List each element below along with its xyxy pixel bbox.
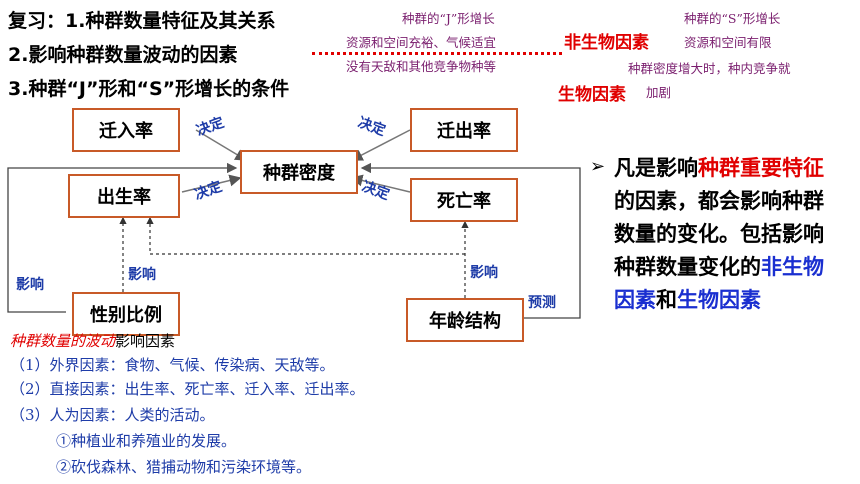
- summary-text: 凡是影响种群重要特征的因素，都会影响种群数量的变化。包括影响种群数量变化的非生物…: [614, 152, 844, 317]
- note-s-cond3: 加剧: [646, 85, 672, 100]
- note-abiotic: 非生物因素: [564, 33, 649, 53]
- note-j-cond2: 没有天敌和其他竞争物种等: [346, 59, 497, 74]
- summary-p4: 非生物因素: [614, 255, 824, 312]
- title-line-2: 2.影响种群数量波动的因素: [8, 44, 238, 66]
- label-influence-left: 影响: [16, 277, 44, 293]
- factors-heading-rest: 影响因素: [115, 332, 176, 350]
- summary-p5: 和: [656, 288, 677, 312]
- factor-sub-1: ①种植业和养殖业的发展。: [56, 432, 237, 450]
- box-death-rate: 死亡率: [410, 178, 518, 222]
- note-s-cond2: 种群密度增大时，种内竞争就: [628, 61, 791, 76]
- factor-sub-2: ②砍伐森林、猎捕动物和污染环境等。: [56, 458, 312, 476]
- dotted-connector: [312, 52, 562, 55]
- summary-bullet: ➢: [590, 156, 606, 177]
- box-emigration: 迁出率: [410, 108, 518, 152]
- summary-p6: 生物因素: [677, 288, 761, 312]
- note-j-growth: 种群的“J”形增长: [402, 11, 495, 26]
- factors-heading-red: 种群数量的波动: [10, 332, 116, 350]
- box-sex-ratio: 性别比例: [72, 292, 180, 336]
- factor-item-1: （1）外界因素：食物、气候、传染病、天敌等。: [10, 356, 335, 374]
- factor-item-3: （3）人为因素：人类的活动。: [10, 406, 215, 424]
- summary-p1: 凡是影响: [614, 156, 698, 180]
- label-predict: 预测: [528, 295, 556, 311]
- box-age-structure: 年龄结构: [406, 298, 524, 342]
- summary-p2: 种群重要特征: [698, 156, 824, 180]
- label-influence-age: 影响: [470, 265, 498, 281]
- summary-p3: 的因素，都会影响种群数量的变化。包括影响种群数量变化的: [614, 189, 824, 279]
- factors-heading: 种群数量的波动影响因素: [10, 330, 175, 351]
- note-biotic: 生物因素: [558, 85, 626, 105]
- box-immigration: 迁入率: [72, 108, 180, 152]
- note-s-cond1: 资源和空间有限: [684, 35, 772, 50]
- box-density: 种群密度: [240, 150, 358, 194]
- title-line-1: 复习：1.种群数量特征及其关系: [8, 10, 276, 32]
- note-j-cond1: 资源和空间充裕、气候适宜: [346, 35, 497, 50]
- title-line-3: 3.种群“J”形和“S”形增长的条件: [8, 78, 290, 100]
- box-birth-rate: 出生率: [68, 174, 180, 218]
- note-s-growth: 种群的“S”形增长: [684, 11, 781, 26]
- factor-item-2: （2）直接因素：出生率、死亡率、迁入率、迁出率。: [10, 380, 365, 398]
- label-influence-sex: 影响: [128, 267, 156, 283]
